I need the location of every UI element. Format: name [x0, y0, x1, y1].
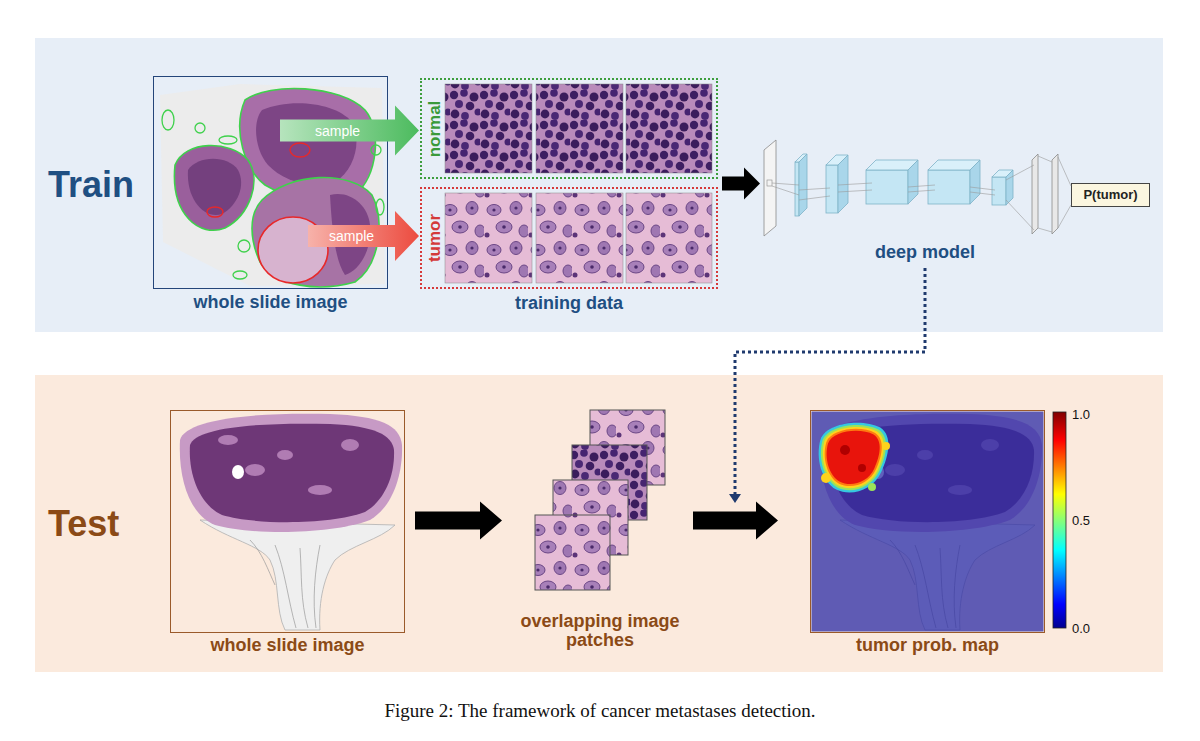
node-text: training data	[420, 294, 718, 313]
conv-layer	[795, 162, 799, 216]
conv-layer	[970, 160, 980, 204]
tumor-patch	[536, 193, 623, 283]
image-patch	[535, 515, 610, 590]
heat-spot	[821, 473, 831, 483]
node-text: normal	[425, 100, 445, 157]
colorbar-tick: 1.0	[1072, 407, 1090, 422]
fc-layer	[1052, 154, 1058, 234]
flow-arrow	[415, 502, 502, 540]
node-text: tumor	[425, 214, 445, 262]
normal-outline	[376, 199, 384, 215]
sample-arrow	[280, 106, 419, 156]
node-text: overlapping image patches	[500, 612, 700, 650]
heat-spot	[840, 445, 850, 455]
heat-region	[821, 425, 886, 490]
normal-outline	[233, 271, 247, 279]
edge-label: sample	[329, 228, 374, 244]
heat-spot	[868, 483, 876, 491]
normal-patch	[536, 84, 623, 173]
node-text: deep model	[760, 243, 1090, 262]
conv-layer	[1006, 170, 1013, 205]
tumor-outline	[290, 143, 310, 157]
colorbar-tick: 0.0	[1072, 621, 1090, 636]
tumor-outline	[207, 207, 223, 217]
flow-arrow	[722, 168, 760, 200]
conv-layer	[866, 170, 908, 204]
normal-patch	[626, 84, 712, 173]
colorbar	[1053, 412, 1066, 628]
fc-layer	[1032, 154, 1038, 234]
conv-layer	[838, 155, 848, 213]
conv-layer	[908, 160, 918, 204]
tumor-patch	[445, 193, 532, 283]
test-slide	[180, 414, 402, 630]
edge-label: sample	[315, 123, 360, 139]
normal-outline	[219, 136, 237, 144]
heat-region	[827, 431, 880, 484]
node-text: Test	[48, 504, 119, 544]
node-text: Train	[48, 165, 134, 205]
normal-outline	[238, 240, 250, 252]
heat-region	[823, 427, 884, 488]
conv-layer	[799, 154, 807, 216]
layer-link	[772, 156, 1071, 232]
node-text: P(tumor)	[1072, 187, 1149, 203]
heat-spot	[882, 442, 890, 450]
conv-layer	[826, 165, 838, 213]
input-layer	[764, 140, 776, 236]
tumor-patch	[626, 193, 712, 283]
heat-spot	[858, 464, 866, 472]
normal-outline	[371, 145, 381, 155]
tissue-core	[256, 103, 356, 185]
conv-layer	[928, 170, 970, 204]
colorbar-tick: 0.5	[1072, 513, 1090, 528]
kernel-window	[767, 180, 772, 186]
node-text: whole slide image	[171, 636, 404, 655]
flow-arrow	[693, 502, 778, 540]
sample-arrow	[308, 211, 419, 261]
output-box: P(tumor)	[1071, 183, 1150, 207]
tissue-blob	[174, 146, 253, 231]
conv-layer	[992, 177, 1006, 205]
model-box: deep modelP(tumor)	[760, 128, 1090, 240]
normal-patch	[445, 84, 532, 173]
heat-region	[825, 429, 882, 486]
heat-region	[819, 423, 889, 493]
figure-caption: Figure 2: The framework of cancer metast…	[384, 700, 815, 722]
normal-outline	[162, 110, 174, 130]
node-text: whole slide image	[154, 293, 387, 312]
normal-outline	[195, 123, 205, 133]
slide-background	[160, 84, 385, 286]
model-link-head	[729, 494, 741, 503]
map-overlay	[812, 412, 1044, 632]
node-text: tumor prob. map	[811, 636, 1044, 655]
